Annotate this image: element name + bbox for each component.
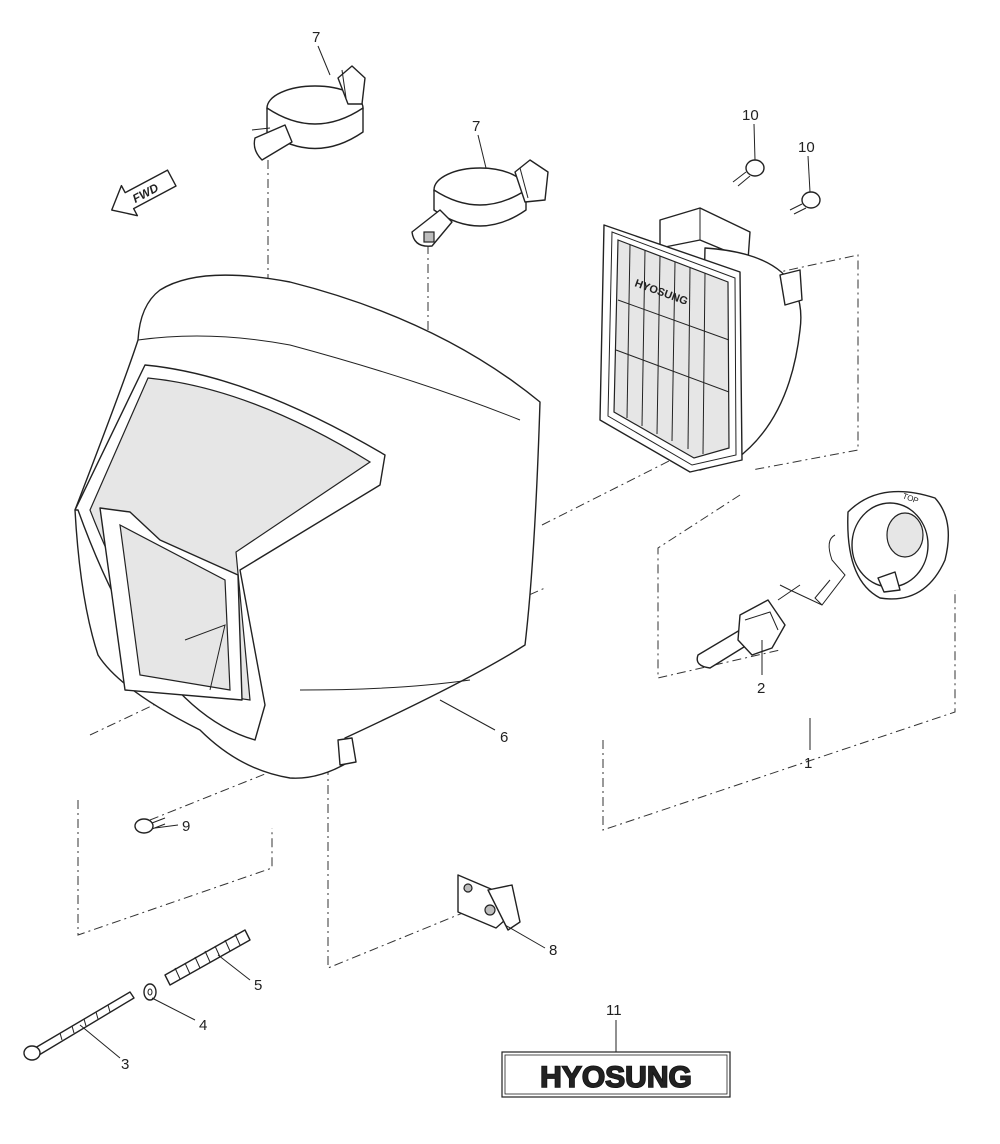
- spring: [164, 929, 251, 986]
- leader-lines: [79, 45, 811, 1059]
- callout-10-right: 10: [798, 139, 815, 156]
- callout-7-left: 7: [312, 29, 320, 46]
- spring-clip: [779, 534, 846, 606]
- bracket: [457, 874, 521, 931]
- callout-3: 3: [121, 1056, 129, 1073]
- callout-10-left: 10: [742, 107, 759, 124]
- callout-numbers: 7 7 10 10 2 6 1 9 8 5 4 3 11: [121, 29, 815, 1073]
- callout-11: 11: [606, 1002, 622, 1019]
- callout-9: 9: [182, 818, 190, 835]
- brand-emblem: HYOSUNG: [501, 1051, 731, 1098]
- screw-10-left: [732, 159, 765, 187]
- headlight-cowl: [74, 274, 541, 779]
- screw-9: [134, 817, 166, 834]
- bulb: [696, 584, 801, 669]
- brand-emblem-text: HYOSUNG: [540, 1061, 692, 1094]
- callout-6: 6: [500, 729, 508, 746]
- clamp-upper-left: [251, 65, 366, 161]
- washer: [143, 983, 157, 1001]
- callout-4: 4: [199, 1017, 207, 1034]
- callout-1: 1: [804, 755, 812, 772]
- callout-7-center: 7: [472, 118, 480, 135]
- lens-pattern: [615, 244, 730, 455]
- forward-arrow-icon: FWD: [111, 169, 177, 217]
- callout-2: 2: [757, 680, 765, 697]
- headlight-unit: HYOSUNG: [599, 207, 803, 473]
- clamp-center: [411, 159, 549, 247]
- callout-5: 5: [254, 977, 262, 994]
- long-screw: [23, 991, 135, 1061]
- callout-8: 8: [549, 942, 557, 959]
- bulb-socket: TOP: [847, 490, 950, 600]
- screw-10-right: [789, 191, 821, 215]
